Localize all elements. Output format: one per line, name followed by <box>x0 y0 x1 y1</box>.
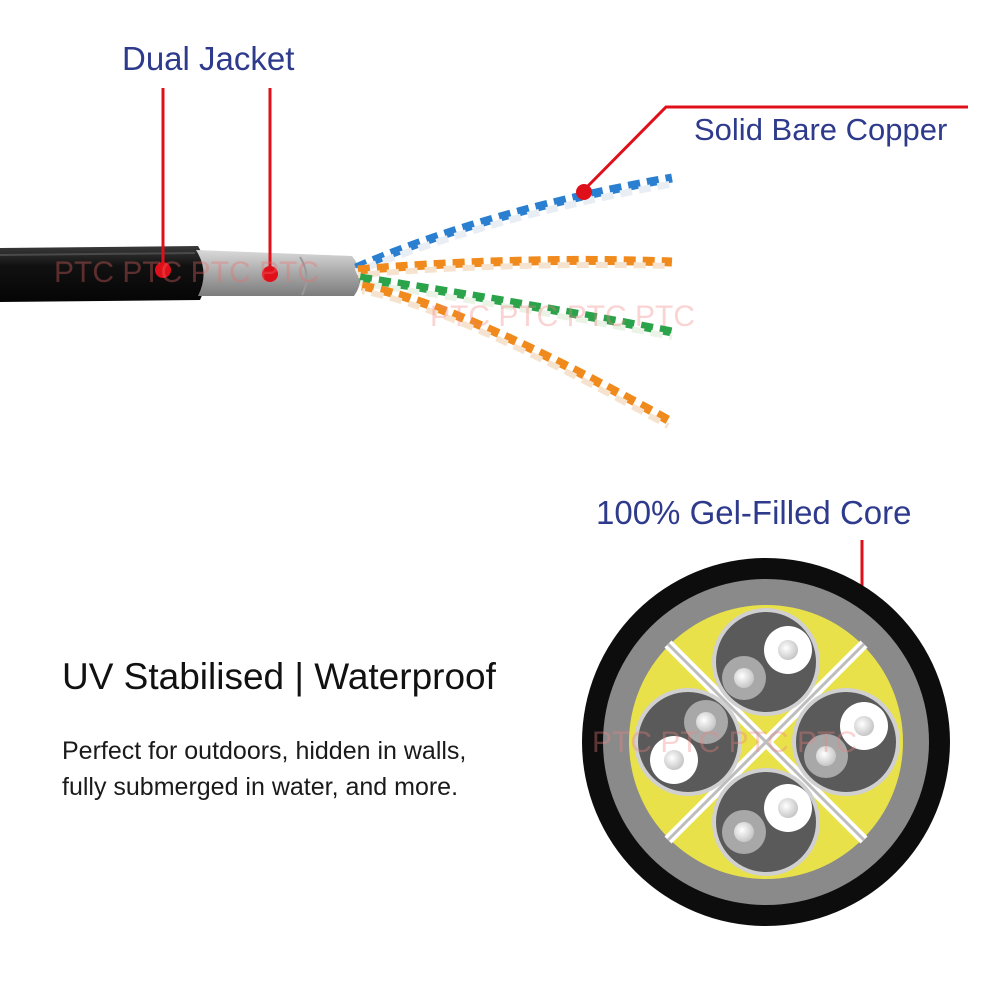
cable-side-view <box>0 173 673 429</box>
cross-pair-bottom <box>712 768 820 876</box>
label-gel-filled-core: 100% Gel-Filled Core <box>596 494 912 531</box>
watermark-cross-section: PTC PTC PTC PTC <box>592 726 857 759</box>
callout-dual-jacket-inner-dot <box>262 266 278 282</box>
cross-pair-right <box>792 688 900 796</box>
callout-dual-jacket-outer-dot <box>155 262 171 278</box>
label-dual-jacket: Dual Jacket <box>122 40 295 77</box>
pair-orange-upper <box>357 255 673 275</box>
pair-orange-lower <box>361 281 671 424</box>
watermark-wires: PTC PTC PTC PTC <box>430 300 695 333</box>
description: Perfect for outdoors, hidden in walls, f… <box>62 733 562 805</box>
cross-pair-left <box>634 688 742 796</box>
cross-separator <box>664 640 868 844</box>
outer-jacket <box>0 246 207 302</box>
pair-blue <box>354 173 673 273</box>
description-line-1: Perfect for outdoors, hidden in walls, <box>62 737 467 765</box>
cable-cross-section <box>582 558 950 926</box>
callout-copper-line <box>582 105 968 192</box>
inner-jacket <box>196 250 361 296</box>
label-solid-bare-copper: Solid Bare Copper <box>694 112 948 147</box>
watermark-jacket: PTC PTC PTC PTC <box>54 256 319 289</box>
description-line-2: fully submerged in water, and more. <box>62 773 459 801</box>
headline: UV Stabilised | Waterproof <box>62 656 496 697</box>
callouts <box>155 88 968 682</box>
callout-copper-dot <box>576 184 592 200</box>
pair-green <box>359 273 673 337</box>
cross-pair-top <box>712 608 820 716</box>
